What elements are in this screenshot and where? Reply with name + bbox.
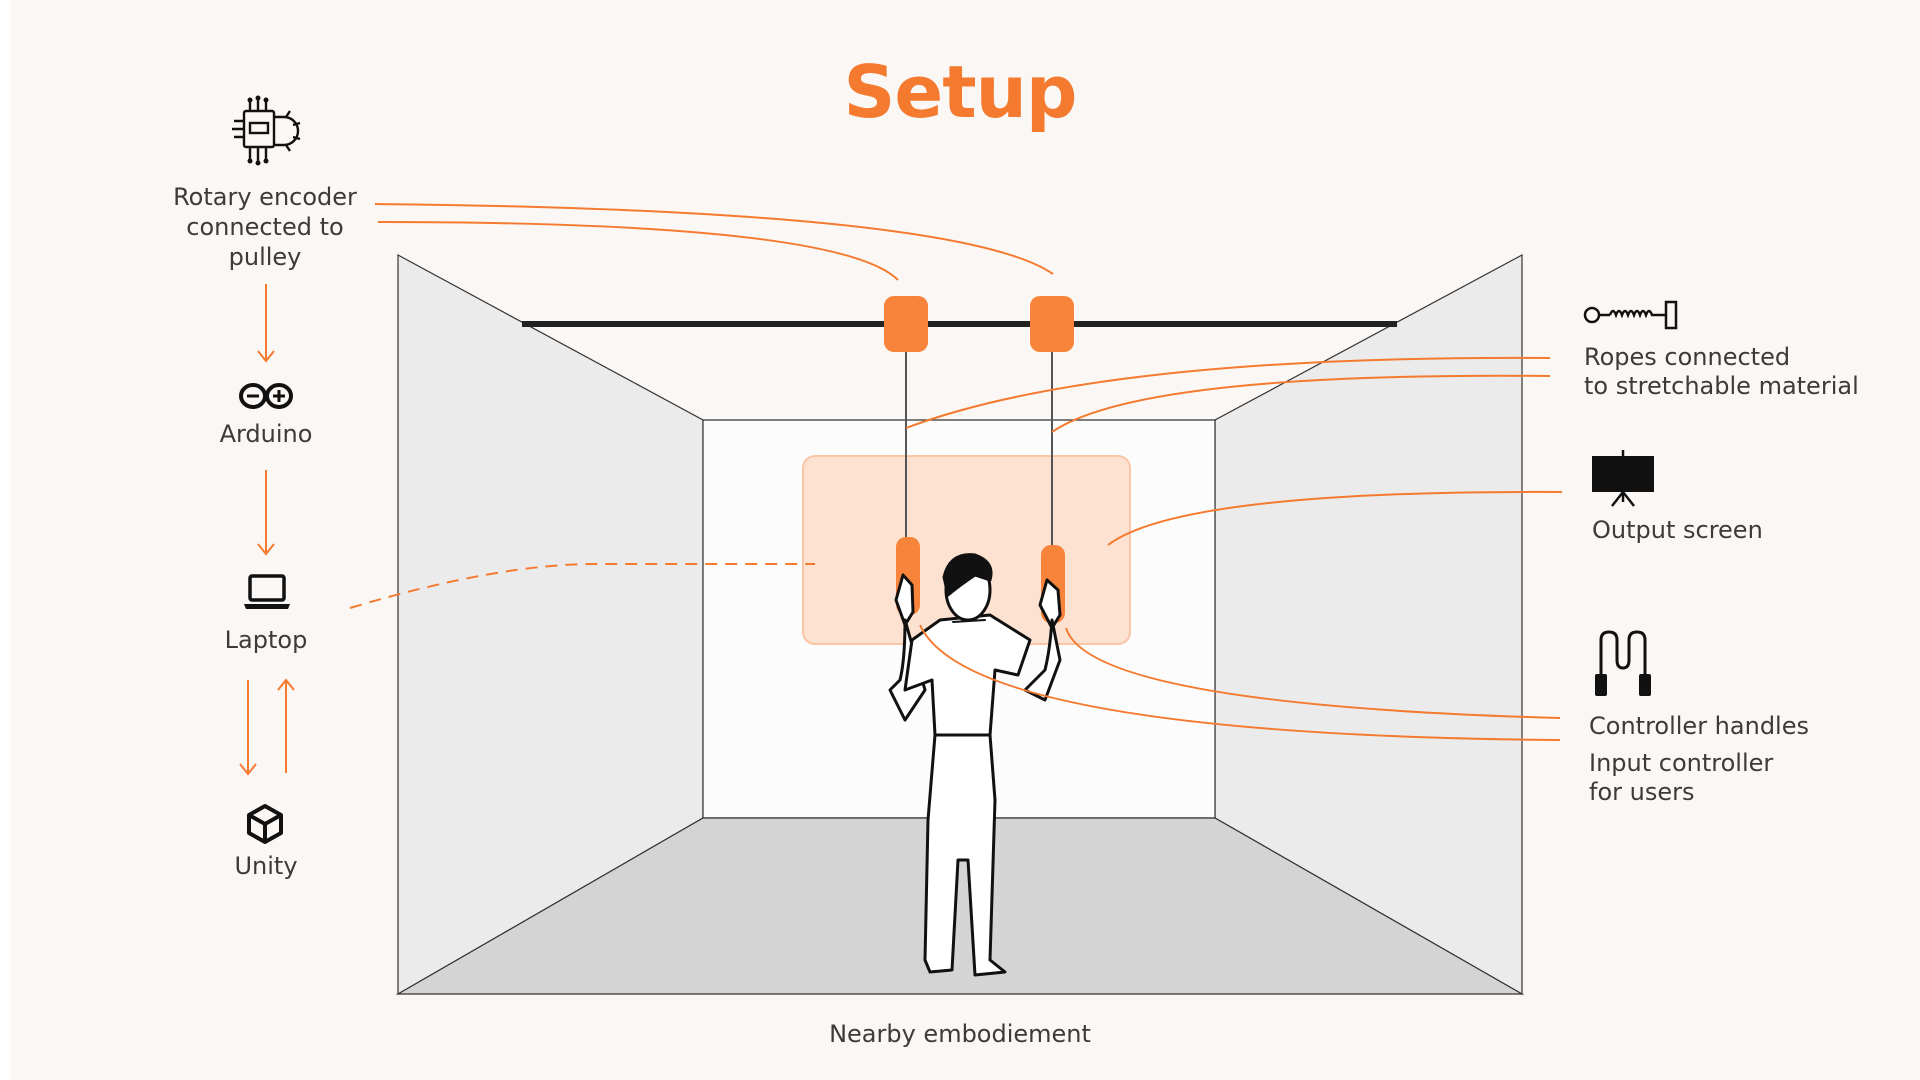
pulley-pad-left: [884, 296, 928, 352]
rotary-encoder-label: Rotary encoder connected to pulley: [173, 183, 357, 271]
floor: [395, 817, 1525, 995]
pipeline-arrows: [239, 284, 295, 776]
connector-encoder-to-left-pulley: [377, 221, 899, 281]
connector-output-screen: [1107, 490, 1563, 546]
connector-ropes-to-left-rope: [905, 356, 1551, 429]
connector-handles-left: [919, 624, 1561, 741]
connector-handles-right: [1065, 627, 1561, 719]
unity-logo-icon: [247, 804, 283, 844]
ropes-label-line2: to stretchable material: [1584, 372, 1859, 400]
page-title: Setup: [843, 50, 1078, 134]
arduino-logo-icon: [239, 383, 293, 409]
annotation-lines: [349, 203, 1563, 741]
input-controller-label-line2: for users: [1589, 778, 1695, 806]
unity-label: Unity: [234, 852, 298, 880]
left-edge-strip: [0, 0, 10, 1080]
spring-icon: [1583, 300, 1678, 330]
output-screen-label: Output screen: [1592, 516, 1763, 544]
caption: Nearby embodiement: [829, 1020, 1091, 1048]
connector-ropes-to-right-rope: [1051, 374, 1551, 433]
ropes-label-line1: Ropes connected: [1584, 343, 1791, 371]
jump-rope-handles-icon: [1595, 630, 1651, 696]
laptop-icon: [244, 574, 290, 609]
circuit-gear-icon: [232, 95, 301, 166]
laptop-label: Laptop: [224, 626, 308, 654]
presentation-screen-icon: [1592, 450, 1654, 507]
connector-laptop-to-screen: [349, 562, 815, 609]
connector-encoder-to-right-pulley: [374, 203, 1054, 275]
person-illustration: [888, 553, 1062, 977]
pulley-pad-right: [1030, 296, 1074, 352]
arduino-label: Arduino: [219, 420, 313, 448]
input-controller-label-line1: Input controller: [1589, 749, 1774, 777]
controller-handles-label: Controller handles: [1589, 712, 1809, 740]
